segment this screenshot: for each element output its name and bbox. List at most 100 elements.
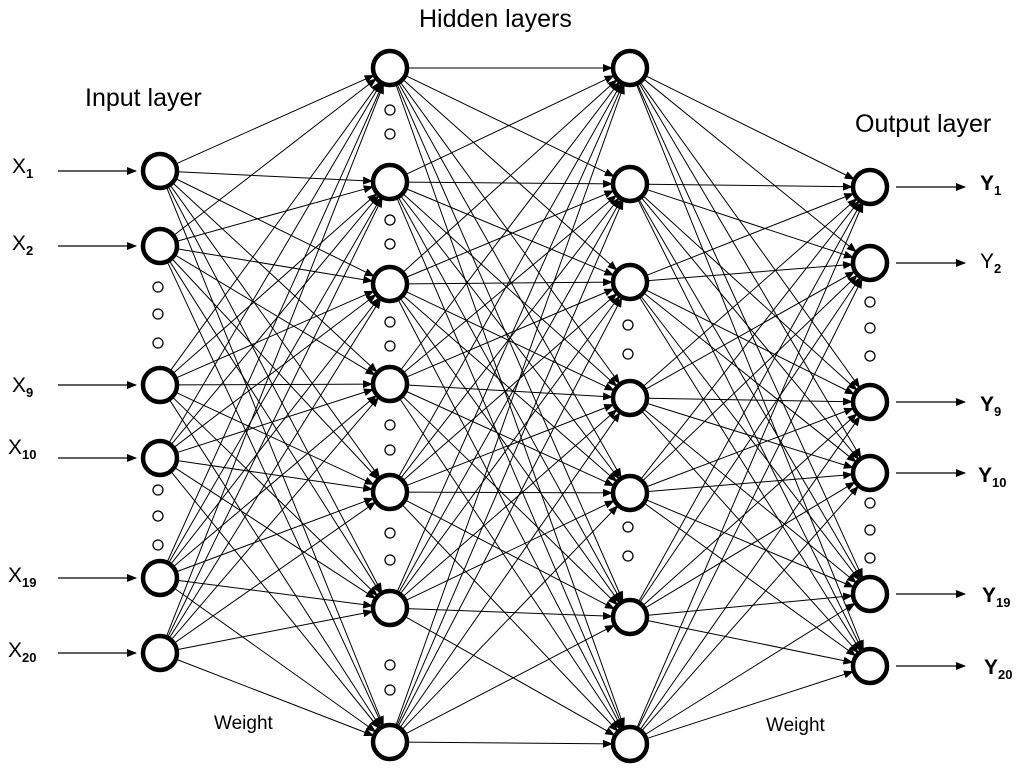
weight-edge <box>402 409 618 598</box>
ellipsis-dot <box>152 510 164 522</box>
weight-edge <box>396 199 624 727</box>
weight-edge <box>641 274 858 482</box>
io-arrows <box>58 167 966 670</box>
weight-edge <box>175 658 375 736</box>
ellipsis-dot <box>384 104 396 116</box>
weight-edge <box>639 277 861 604</box>
weight-edge <box>636 202 864 729</box>
weight-edge <box>395 84 625 727</box>
neuron-node <box>140 558 180 598</box>
weight-edge <box>167 197 383 638</box>
weight-edge <box>399 297 621 604</box>
weight-edge <box>645 407 855 488</box>
weight-edge <box>168 298 382 639</box>
neuron-node <box>370 162 410 202</box>
weight-edge <box>640 485 859 732</box>
weight-edge <box>401 505 619 731</box>
ellipsis-dot <box>152 281 164 293</box>
weight-edge <box>646 397 853 406</box>
neuron-node <box>140 365 180 405</box>
weight-edge <box>406 608 613 620</box>
weight-edge <box>404 624 615 735</box>
weight-edge <box>170 470 380 729</box>
weight-edge <box>170 396 379 641</box>
weight-edge <box>638 82 862 459</box>
neuron-node <box>850 243 890 283</box>
neuron-node <box>370 472 410 512</box>
weight-edge <box>405 500 615 602</box>
weight-edge <box>175 497 375 573</box>
weight-edge <box>401 395 618 606</box>
input-label-x20: X20 <box>8 639 37 665</box>
weight-edge <box>635 83 864 651</box>
weight-edge <box>176 460 374 493</box>
weight-edge <box>402 293 618 482</box>
weight-edge <box>638 198 862 580</box>
weight-edge <box>405 290 615 391</box>
weight-edge <box>644 271 856 391</box>
weight-edge <box>175 391 375 485</box>
weight-edge <box>168 399 381 728</box>
weight-edge <box>399 81 620 371</box>
ellipsis-dot <box>384 419 396 431</box>
ellipsis-dot <box>864 322 876 334</box>
input-label-x9: X9 <box>12 374 34 400</box>
weight-edge <box>168 196 382 564</box>
weight-edge <box>404 615 616 736</box>
neuron-node <box>140 151 180 191</box>
weight-edge <box>406 278 613 287</box>
weight-edge <box>646 592 854 616</box>
weight-edge <box>646 471 854 493</box>
neuron-node <box>850 646 890 686</box>
weight-edge <box>402 193 618 387</box>
neuron-node <box>370 722 410 762</box>
weight-edge <box>172 193 378 375</box>
output-label-y9: Y9 <box>980 393 1002 419</box>
weight-edge <box>173 466 376 599</box>
weight-edge <box>642 78 857 253</box>
output-label-y2: Y2 <box>980 250 1002 276</box>
weight-edge <box>171 258 379 480</box>
weight-edge <box>640 200 860 480</box>
weight-edge <box>642 292 857 463</box>
output-label-y19: Y19 <box>982 584 1011 610</box>
neuron-node <box>140 226 180 266</box>
weight-edge <box>644 481 856 609</box>
weight-edge <box>165 186 384 727</box>
weight-edge <box>171 396 378 597</box>
weight-edge <box>406 488 613 497</box>
input-label-x10: X10 <box>8 436 37 462</box>
weight-edge <box>405 190 615 278</box>
input-label-x2: X2 <box>12 232 34 258</box>
weight-edge <box>645 188 854 259</box>
weight-edge <box>639 415 861 731</box>
neuron-node <box>610 164 650 204</box>
ellipsis-dot <box>152 337 164 349</box>
weight-edge <box>405 390 615 487</box>
weight-edge <box>172 394 377 568</box>
weight-edge <box>166 261 383 727</box>
ellipsis-dot <box>864 350 876 362</box>
weight-edge <box>168 82 382 444</box>
ellipsis-dot <box>384 340 396 352</box>
ellipsis-dot <box>152 484 164 496</box>
weight-edge <box>640 410 859 654</box>
weight-edge <box>402 194 617 374</box>
neuron-node <box>370 264 410 304</box>
neuron-node <box>370 48 410 88</box>
weight-edge <box>637 278 863 730</box>
weight-edge <box>402 79 618 273</box>
output-label-y20: Y20 <box>984 656 1013 682</box>
weight-edge <box>405 188 615 276</box>
neurons <box>140 48 890 764</box>
weight-edge <box>644 75 855 180</box>
weight-edge <box>637 201 862 603</box>
ellipsis-dot <box>864 552 876 564</box>
weight-edge <box>166 83 384 563</box>
weight-edge <box>637 198 863 651</box>
weight-edge <box>405 288 615 378</box>
weight-edge <box>175 74 375 165</box>
input-layer-title: Input layer <box>85 84 202 112</box>
weight-edge <box>176 579 374 609</box>
